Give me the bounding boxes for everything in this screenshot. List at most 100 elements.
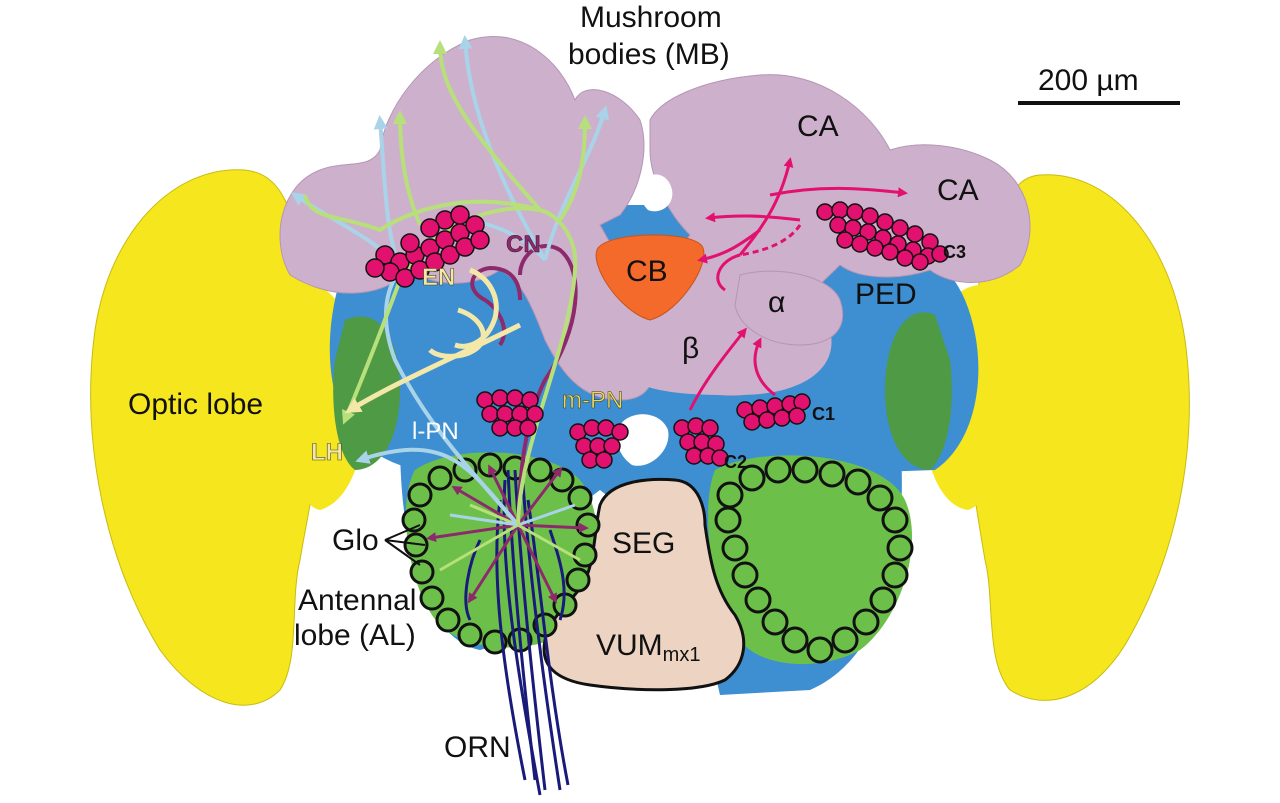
- glomerulus: [716, 481, 744, 509]
- cell-body: [846, 203, 864, 221]
- label-vum: VUMmx1: [596, 629, 700, 666]
- cell-body: [595, 451, 613, 469]
- cell-body: [519, 419, 537, 437]
- alpha-lobe: [734, 270, 844, 346]
- cell-body: [861, 207, 879, 225]
- cell-body: [743, 413, 761, 431]
- cell-body: [758, 411, 776, 429]
- glomerulus: [881, 561, 909, 589]
- gap-top: [640, 174, 673, 212]
- glomerulus: [818, 460, 846, 488]
- glomerulus: [407, 482, 433, 508]
- glomerulus: [738, 464, 766, 492]
- label-c2: C2: [724, 452, 747, 472]
- cell-body: [859, 223, 877, 241]
- cell-body: [829, 216, 847, 234]
- cell-body: [911, 253, 929, 271]
- glomerulus: [764, 456, 792, 484]
- cell-body: [906, 225, 924, 243]
- glomerulus: [457, 622, 483, 648]
- cell-body: [881, 243, 899, 261]
- glomerulus: [831, 626, 859, 654]
- cell-body: [440, 245, 460, 265]
- cell-body: [831, 201, 849, 219]
- central-body: [595, 234, 705, 321]
- cell-body: [773, 409, 791, 427]
- glomerulus: [714, 506, 742, 534]
- glomerulus: [572, 542, 598, 568]
- label-c3: C3: [943, 242, 966, 262]
- label-glo: Glo: [332, 524, 379, 557]
- glo-leaders: [384, 524, 426, 566]
- label-orn: ORN: [444, 731, 511, 764]
- label-cn: CN: [506, 231, 541, 258]
- gap-bottom: [617, 414, 669, 466]
- cell-body: [470, 230, 490, 250]
- glomerulus: [427, 465, 453, 491]
- glomerulus: [731, 561, 759, 589]
- glomerulus: [881, 506, 909, 534]
- label-scale: 200 µm: [1038, 64, 1139, 97]
- glomerulus: [852, 608, 880, 636]
- cell-body: [506, 389, 524, 407]
- glomerulus: [744, 586, 772, 614]
- glomerulus: [565, 567, 591, 593]
- cell-body: [410, 260, 430, 280]
- cell-body: [491, 389, 509, 407]
- cell-body: [931, 245, 949, 263]
- cell-body: [711, 449, 729, 467]
- label-lh: LH: [311, 439, 343, 466]
- label-cb: CB: [626, 255, 668, 288]
- glomerulus: [791, 456, 819, 484]
- cell-body: [701, 419, 719, 437]
- cell-body: [365, 258, 385, 278]
- glomerulus: [527, 457, 553, 483]
- mb-output-arrows: [688, 157, 908, 411]
- label-en: EN: [422, 264, 455, 291]
- glomerulus: [477, 452, 503, 478]
- cell-body-clusters: [365, 201, 949, 469]
- cell-body: [526, 405, 544, 423]
- cell-body: [788, 407, 806, 425]
- label-antennal-lobe: lobe (AL): [294, 619, 416, 652]
- label-ca-1: CA: [797, 110, 839, 143]
- label-ped: PED: [855, 278, 917, 311]
- glomerulus: [761, 608, 789, 636]
- label-optic-lobe: Optic lobe: [128, 388, 263, 421]
- label-vum-main: VUM: [596, 629, 663, 662]
- glomerulus: [419, 585, 445, 611]
- glomerulus: [575, 512, 601, 538]
- en-tract: [344, 267, 522, 414]
- lobula-left: [333, 316, 400, 470]
- glomerulus: [886, 534, 914, 562]
- glomerulus: [866, 484, 894, 512]
- cell-body: [420, 218, 440, 238]
- cell-body: [836, 231, 854, 249]
- cell-body: [866, 239, 884, 257]
- cell-body: [603, 437, 621, 455]
- cell-body: [611, 423, 629, 441]
- label-alpha: α: [768, 286, 785, 319]
- cell-body: [450, 205, 470, 225]
- glomerulus: [549, 467, 575, 493]
- label-seg: SEG: [612, 527, 675, 560]
- glomerulus: [844, 468, 872, 496]
- cell-body: [400, 233, 420, 253]
- al-projection-star: [426, 464, 589, 604]
- label-antennal: Antennal: [298, 584, 416, 617]
- cn-curl: [470, 265, 522, 347]
- label-m-pn: m-PN: [562, 387, 623, 414]
- label-ca-2: CA: [937, 174, 979, 207]
- glomerulus: [567, 485, 593, 511]
- glomerulus: [435, 607, 461, 633]
- glomerulus: [409, 559, 435, 585]
- glomeruli-ring-right: [714, 456, 914, 664]
- cell-body: [395, 268, 415, 288]
- lobula-right: [885, 312, 952, 470]
- label-l-pn: l-PN: [412, 418, 459, 445]
- glomerulus: [721, 534, 749, 562]
- label-beta: β: [682, 332, 699, 365]
- glomerulus: [403, 532, 429, 558]
